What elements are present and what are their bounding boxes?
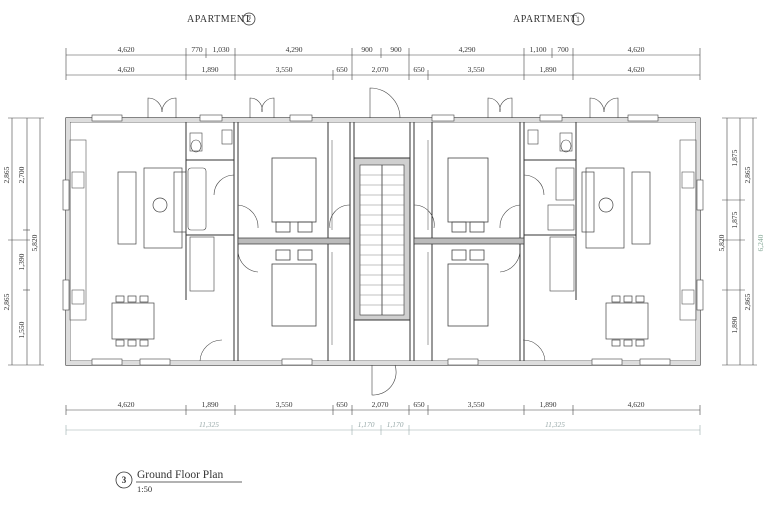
- dim-top1-7: 1,100: [530, 45, 547, 54]
- dim-bottom2-2: 1,170: [387, 420, 404, 429]
- right-dimension-lines: [722, 117, 757, 366]
- dim-top2-0: 4,620: [118, 65, 135, 74]
- dim-right-2: 1,875: [730, 211, 739, 228]
- dim-bottom2-3: 11,325: [545, 420, 565, 429]
- bottom-dimension-text-row2: 11,325 1,170 1,170 11,325: [199, 420, 565, 429]
- apartment-2-number: 2: [247, 15, 251, 24]
- living-furniture: [117, 167, 651, 249]
- apartment-2-label: APARTMENT: [187, 14, 251, 25]
- stair-core: [353, 157, 411, 321]
- dim-right-0: 1,875: [730, 149, 739, 166]
- dim-top2-3: 650: [336, 65, 348, 74]
- dim-top1-9: 4,620: [628, 45, 645, 54]
- apartment-2-header: APARTMENT 2: [187, 12, 256, 26]
- windows: [62, 114, 704, 366]
- dim-bottom1-5: 650: [413, 400, 425, 409]
- dim-top1-4: 900: [361, 45, 373, 54]
- bottom-dimension-lines: [65, 405, 701, 415]
- door-swings: [147, 87, 619, 396]
- bottom-gray-dimension-lines: [65, 425, 701, 435]
- dim-bottom1-2: 3,550: [276, 400, 293, 409]
- bottom-dimension-text-row1: 4,620 1,890 3,550 650 2,070 650 3,550 1,…: [118, 400, 645, 409]
- dim-top2-7: 1,890: [540, 65, 557, 74]
- dim-bottom1-1: 1,890: [202, 400, 219, 409]
- caption-number: 3: [122, 475, 127, 485]
- apartment-2-number-circle: [242, 12, 256, 26]
- dim-bottom2-0: 11,325: [199, 420, 219, 429]
- dim-left-1: 2,700: [17, 166, 26, 183]
- beds: [271, 140, 489, 345]
- right-dimension-text: 1,875 2,865 1,875 5,820 6,240 1,890 2,86…: [717, 149, 765, 333]
- dim-right-3: 5,820: [717, 234, 726, 251]
- dim-top2-8: 4,620: [628, 65, 645, 74]
- top-dimension-text-row2: 4,620 1,890 3,550 650 2,070 650 3,550 1,…: [118, 65, 645, 74]
- dim-bottom1-3: 650: [336, 400, 348, 409]
- dim-bottom2-1: 1,170: [358, 420, 375, 429]
- dim-bottom1-4: 2,070: [372, 400, 389, 409]
- dim-left-4: 2,865: [2, 293, 11, 310]
- dim-left-5: 1,550: [17, 321, 26, 338]
- dim-right-6: 2,865: [743, 293, 752, 310]
- dim-right-5: 1,890: [730, 316, 739, 333]
- bathroom-fixtures: [187, 129, 575, 292]
- dim-top2-4: 2,070: [372, 65, 389, 74]
- top-dimension-text-row1: 4,620 770 1,030 4,290 900 900 4,290 1,10…: [118, 45, 645, 54]
- dim-bottom1-7: 1,890: [540, 400, 557, 409]
- dim-top1-0: 4,620: [118, 45, 135, 54]
- dim-top2-5: 650: [413, 65, 425, 74]
- dim-top1-8: 700: [557, 45, 569, 54]
- dim-top1-1: 770: [191, 45, 203, 54]
- left-dimension-text: 2,865 2,700 1,390 5,820 2,865 1,550: [2, 166, 39, 338]
- dim-top1-3: 4,290: [286, 45, 303, 54]
- caption-title: Ground Floor Plan: [137, 469, 224, 481]
- dim-left-3: 5,820: [30, 234, 39, 251]
- dim-top2-2: 3,550: [276, 65, 293, 74]
- dim-top1-2: 1,030: [213, 45, 230, 54]
- dim-bottom1-8: 4,620: [628, 400, 645, 409]
- dim-right-1: 2,865: [743, 166, 752, 183]
- drawing-caption: 3 Ground Floor Plan 1:50: [115, 469, 242, 494]
- left-dimension-lines: [8, 117, 44, 366]
- dim-left-2: 1,390: [17, 253, 26, 270]
- dining-tables: [111, 295, 649, 347]
- caption-scale: 1:50: [137, 484, 152, 494]
- dim-bottom1-0: 4,620: [118, 400, 135, 409]
- dim-top1-6: 4,290: [459, 45, 476, 54]
- dim-top2-1: 1,890: [202, 65, 219, 74]
- dim-left-0: 2,865: [2, 166, 11, 183]
- dim-right-4: 6,240: [756, 234, 765, 251]
- dim-bottom1-6: 3,550: [468, 400, 485, 409]
- kitchen-counters: [69, 139, 697, 321]
- top-dimension-lines: [65, 48, 701, 80]
- caption-number-circle: [115, 471, 133, 489]
- dim-top2-6: 3,550: [468, 65, 485, 74]
- apartment-1-header: APARTMENT 1: [513, 12, 585, 26]
- apartment-1-label: APARTMENT: [513, 14, 577, 25]
- apartment-1-number-circle: [571, 12, 585, 26]
- dim-top1-5: 900: [390, 45, 402, 54]
- apartment-1-number: 1: [576, 15, 580, 24]
